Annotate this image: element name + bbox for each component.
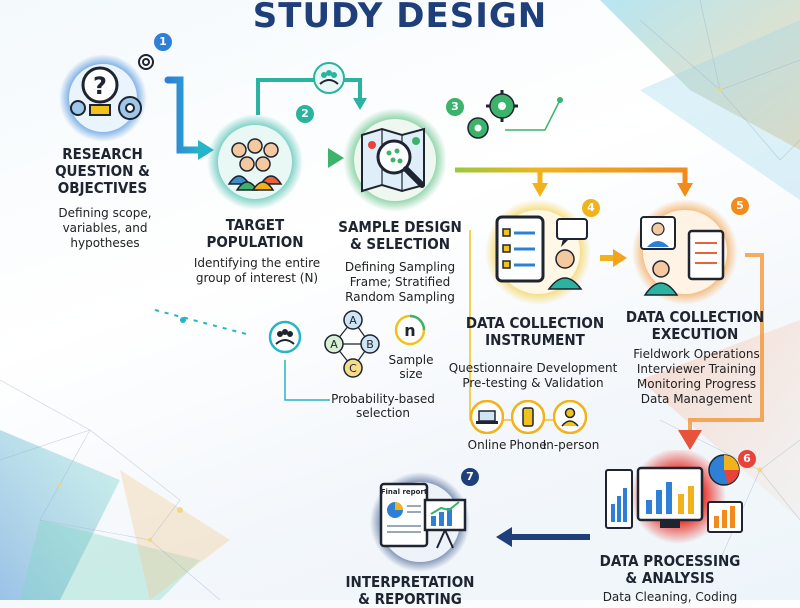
node-c bbox=[343, 358, 363, 378]
mode-phone-label: Phone bbox=[509, 438, 547, 452]
step-1-badge: 1 bbox=[154, 33, 172, 51]
svg-text:A: A bbox=[330, 338, 338, 351]
sampling-network-diagram: A A B C bbox=[324, 310, 380, 378]
laptop-icon bbox=[470, 400, 504, 434]
svg-text:?: ? bbox=[93, 72, 107, 100]
people-small-icon bbox=[313, 62, 345, 94]
phone-icon bbox=[511, 400, 545, 434]
step-6-badge: 6 bbox=[738, 450, 756, 468]
step-6-description: Data Cleaning, Coding bbox=[602, 590, 738, 604]
tablet-checklist-icon bbox=[485, 199, 591, 305]
fieldwork-interviewer-icon bbox=[632, 199, 738, 305]
population-group-icon bbox=[207, 114, 303, 210]
svg-text:A: A bbox=[349, 314, 357, 327]
svg-text:n: n bbox=[404, 321, 415, 340]
svg-text:B: B bbox=[366, 338, 374, 351]
person-icon bbox=[553, 400, 587, 434]
mode-inperson-label: In-person bbox=[542, 438, 600, 452]
gears-icon bbox=[467, 90, 518, 139]
people-circle-icon bbox=[268, 320, 302, 354]
svg-text:C: C bbox=[349, 362, 357, 375]
node-b bbox=[360, 334, 380, 354]
mode-online-label: Online bbox=[467, 438, 507, 452]
dashboard-charts-icon bbox=[605, 450, 743, 544]
step-2-badge: 2 bbox=[296, 105, 314, 123]
step-3-badge: 3 bbox=[446, 98, 464, 116]
step-7-badge: 7 bbox=[461, 468, 479, 486]
question-gears-icon: ? bbox=[59, 54, 154, 142]
step-5-badge: 5 bbox=[731, 197, 749, 215]
page-title: STUDY DESIGN bbox=[252, 0, 548, 36]
sample-size-n-icon: n bbox=[394, 314, 426, 346]
node-a-left bbox=[324, 334, 344, 354]
node-a-top bbox=[343, 310, 363, 330]
step-3-heading: SAMPLE DESIGN& SELECTION bbox=[338, 218, 462, 253]
final-report-icon: Final report bbox=[370, 472, 470, 572]
svg-text:Final report: Final report bbox=[381, 488, 428, 496]
step-7-heading: INTERPRETATION& REPORTING bbox=[345, 573, 475, 608]
step-6-heading: DATA PROCESSING& ANALYSIS bbox=[599, 552, 741, 587]
map-magnifier-icon bbox=[343, 108, 447, 212]
step-4-badge: 4 bbox=[582, 199, 600, 217]
